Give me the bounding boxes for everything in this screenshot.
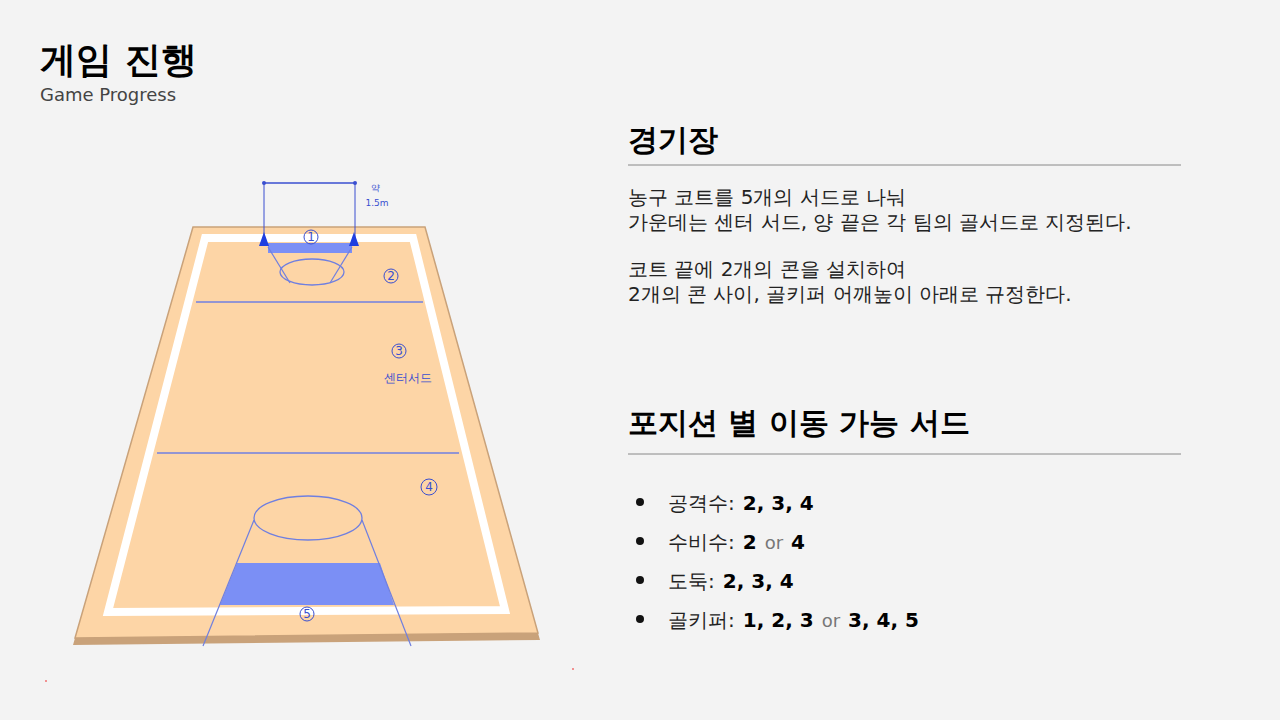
callout-number: 5: [303, 607, 311, 621]
bullets: [636, 498, 644, 623]
third-line: [157, 452, 459, 453]
list-text: or: [822, 610, 840, 631]
list-item: 도둑: 2, 3, 4: [668, 568, 794, 595]
goal-band: [220, 563, 394, 605]
list-text: 2: [743, 530, 757, 554]
list-text: 2, 3, 4: [723, 569, 794, 593]
dimension-label: 1.5m: [365, 198, 388, 209]
list-text: 공격수:: [668, 490, 735, 517]
list-text: 3, 4, 5: [848, 608, 919, 632]
list-text: 1, 2, 3: [743, 608, 814, 632]
key-circle: [280, 259, 344, 285]
list-text: 도둑:: [668, 568, 715, 595]
body-text: 2개의 콘 사이, 골키퍼 어깨높이 아래로 규정한다.: [628, 282, 1072, 306]
section-heading: 포지션 별 이동 가능 서드: [628, 405, 970, 441]
goal-band: [268, 243, 352, 253]
court-boundary: [108, 238, 505, 612]
rule-line: [628, 165, 1181, 166]
zone-label: 센터서드: [384, 371, 432, 385]
callout-number: 4: [425, 480, 433, 494]
callout-number: 1: [307, 230, 315, 244]
list-text: 골키퍼:: [668, 607, 735, 634]
cone: [349, 232, 359, 246]
third-line: [196, 301, 423, 302]
rule-line: [628, 454, 1181, 455]
list-item: 골키퍼: 1, 2, 3 or 3, 4, 5: [668, 607, 919, 634]
body-text: 가운데는 센터 서드, 양 끝은 각 팀의 골서드로 지정된다.: [628, 210, 1132, 234]
callout-number: 2: [387, 269, 395, 283]
subtitle: Game Progress: [40, 84, 176, 106]
list-item: 수비수: 2 or 4: [668, 529, 805, 556]
dimension-label: 약: [371, 183, 380, 194]
list-text: or: [765, 532, 783, 553]
court-floor: [75, 227, 538, 638]
callout-circles: [300, 230, 437, 621]
list-text: 수비수:: [668, 529, 735, 556]
court-edge: [73, 227, 540, 645]
key-circle: [254, 496, 362, 540]
page-title: 게임 진행: [40, 38, 197, 81]
list-item: 공격수: 2, 3, 4: [668, 490, 814, 517]
cone: [259, 232, 269, 246]
list-text: 2, 3, 4: [743, 491, 814, 515]
body-text: 농구 코트를 5개의 서드로 나눠: [628, 185, 906, 209]
list-text: 4: [791, 530, 805, 554]
callout-number: 3: [395, 344, 403, 358]
section-heading: 경기장: [628, 122, 718, 158]
body-text: 코트 끝에 2개의 콘을 설치하여: [628, 257, 906, 281]
goal-frame: [264, 182, 355, 183]
